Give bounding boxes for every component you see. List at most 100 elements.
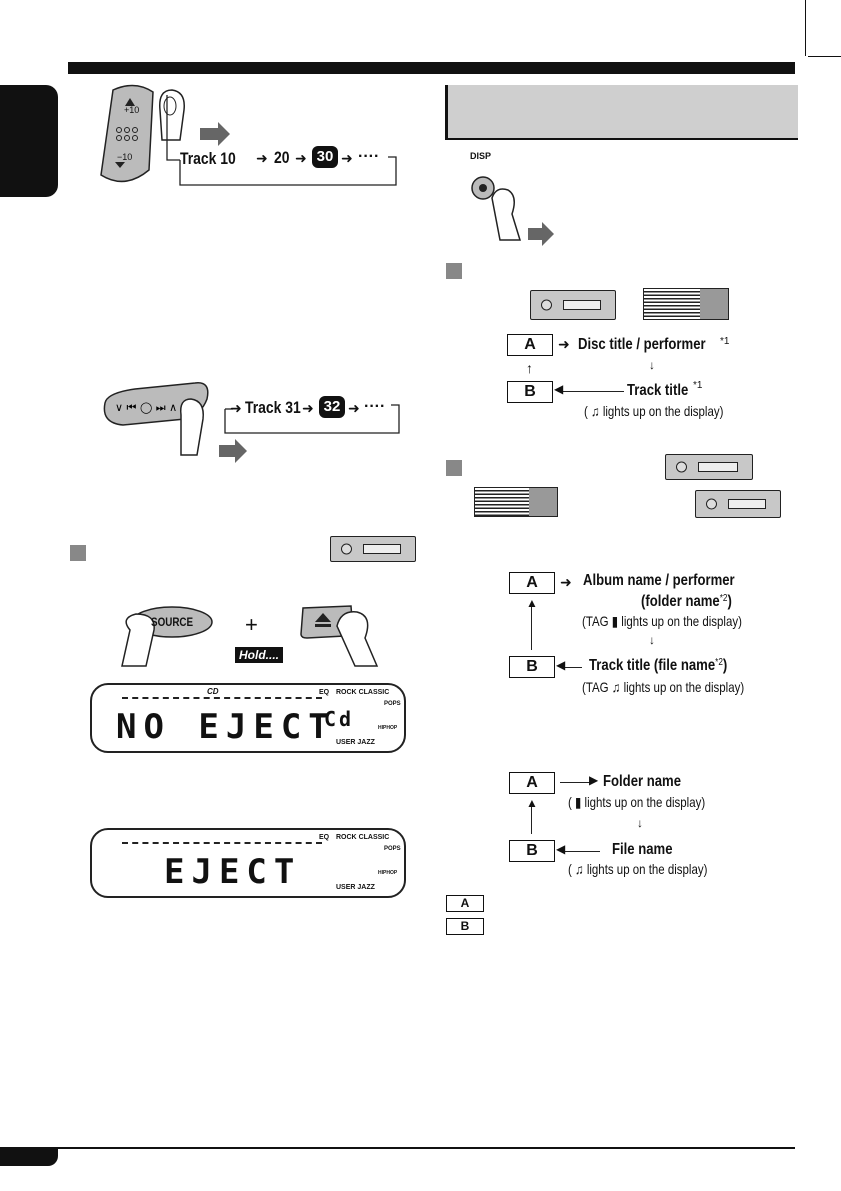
lcd-rock: ROCK [336, 689, 357, 696]
lcd-side-text: Cd [324, 707, 355, 731]
hold-badge: Hold.... [235, 647, 283, 663]
unit-slot [728, 499, 766, 509]
source-button-label[interactable]: SOURCE [151, 615, 194, 629]
lcd-user-label: USER JAZZ [336, 739, 375, 746]
tag-label: (TAG [582, 679, 609, 695]
folder-lights-note: ( ▮ lights up on the display) [568, 794, 705, 811]
seq-dots: ···· [358, 148, 380, 165]
lcd-hiphop-label: HIPHOP [378, 870, 398, 876]
unit-hole [706, 498, 717, 510]
unit-cd-icon [530, 290, 616, 320]
eject-button-illustration [300, 605, 379, 667]
album-name-text: Album name / performer [583, 572, 735, 589]
lcd-main-text: EJECT [164, 852, 302, 892]
page-number-tab [0, 1148, 58, 1166]
track-title-file-text: Track title (file name*2) [589, 657, 727, 675]
file-name-title: File name [612, 841, 673, 858]
up-line [531, 806, 533, 834]
lcd-classic: CLASSIC [358, 689, 390, 696]
legend-b-box: B [446, 918, 484, 935]
lcd-display-eject: EJECT EQ ROCK CLASSIC USER JAZZ POPS HIP… [90, 828, 406, 898]
lcd-classic: CLASSIC [358, 834, 390, 841]
lights-text: lights up on the display) [623, 679, 745, 695]
lcd-rock-label: ROCK CLASSIC [336, 834, 389, 841]
lcd-main-text: NO EJECT [116, 707, 336, 747]
section-header-box [445, 85, 798, 140]
note-ref-1: *1 [720, 336, 730, 347]
note-ref-2: *2 [719, 593, 728, 604]
panel-skip-illustration: ∨ ⏮ ◯ ⏭ ∧ [103, 382, 247, 463]
arrow-a: ➜ [560, 574, 572, 590]
music-note-icon: ♫ [591, 403, 600, 419]
bottom-rule [0, 1147, 795, 1149]
lcd-display-no-eject: CD NO EJECT Cd EQ ROCK CLASSIC USER JAZZ… [90, 683, 406, 753]
unit-slot [563, 300, 601, 310]
arrow-down: ↓ [649, 358, 655, 372]
arrow-to-b-head: ◀ [556, 842, 566, 856]
mode-b-box: B [507, 381, 553, 403]
folder-icon: ▮ [575, 794, 582, 810]
unit-hole [676, 461, 687, 473]
seq-value-20: 20 [274, 148, 290, 167]
up-line [531, 606, 533, 650]
unit-cd-icon [330, 536, 416, 562]
close-paren: ) [722, 657, 728, 674]
seq2-track31-label: Track 31 [245, 398, 301, 417]
seq-value-30-badge: 30 [312, 146, 338, 168]
folder-name-text: (folder name*2) [641, 593, 732, 611]
crop-mark [808, 56, 841, 57]
unit-open-panel-icon [643, 288, 729, 320]
top-rule [68, 62, 795, 74]
lcd-eq-label: EQ [319, 834, 330, 841]
arrow-to-b [558, 391, 624, 393]
seq-track10-label: Track 10 [180, 149, 236, 168]
step-marker [446, 263, 462, 279]
unit-slot [698, 462, 738, 472]
language-side-tab [0, 85, 58, 197]
unit-open-panel-icon [474, 487, 558, 517]
disp-button-illustration[interactable] [462, 168, 572, 248]
music-note-icon: ♫ [611, 679, 621, 695]
remote-plus10-label: +10 [124, 105, 140, 115]
folder-name-title: Folder name [603, 773, 682, 790]
mode-a-box: A [509, 572, 555, 594]
source-button-illustration [121, 606, 213, 667]
track-title-file-label: Track title (file name [589, 657, 716, 674]
arrow-a-to-title: ➜ [558, 336, 570, 352]
lcd-hiphop-label: HIPHOP [378, 725, 398, 731]
legend-a-box: A [446, 895, 484, 912]
seq-arrow-2: ➜ [295, 150, 307, 166]
unit-hole [541, 299, 552, 311]
lcd-jazz: JAZZ [357, 884, 375, 891]
lcd-user: USER [336, 739, 356, 746]
paren: ( [568, 861, 572, 877]
lcd-user-label: USER JAZZ [336, 884, 375, 891]
seq2-dots: ···· [364, 398, 386, 415]
seq-arrow-1: ➜ [256, 150, 268, 166]
seq2-arrow-1: ➜ [302, 400, 314, 416]
unit-hole [341, 543, 352, 555]
remote-control-illustration [100, 84, 154, 183]
arrow-a-head: ▶ [589, 773, 599, 787]
skip-sequence-1: Track 10 [180, 148, 248, 170]
lcd-cd-label: CD [207, 687, 219, 696]
lcd-rock-label: ROCK CLASSIC [336, 689, 389, 696]
step-marker [446, 460, 462, 476]
skip-sequence-frame [166, 95, 397, 186]
seq2-arrow-0: ➜ [230, 400, 242, 416]
note-ref-2b: *2 [715, 657, 723, 668]
folder-icon: ▮ [611, 613, 619, 629]
unit-cd-icon [665, 454, 753, 480]
lcd-eq-label: EQ [319, 689, 330, 696]
seq2-value-32: 32 [323, 398, 341, 415]
seq2-value-32-badge: 32 [319, 396, 345, 418]
lights-text: lights up on the display) [584, 794, 706, 810]
track-title-text: Track title [627, 382, 689, 399]
file-lights-note: ( ♫ lights up on the display) [568, 861, 707, 877]
mode-b-box: B [509, 656, 555, 678]
lcd-level-bar [122, 697, 322, 702]
unit-slot [363, 544, 401, 554]
mode-b-box: B [509, 840, 555, 862]
tag-note-note: (TAG ♫ lights up on the display) [582, 679, 744, 695]
folder-name-label: (folder name [641, 593, 720, 610]
